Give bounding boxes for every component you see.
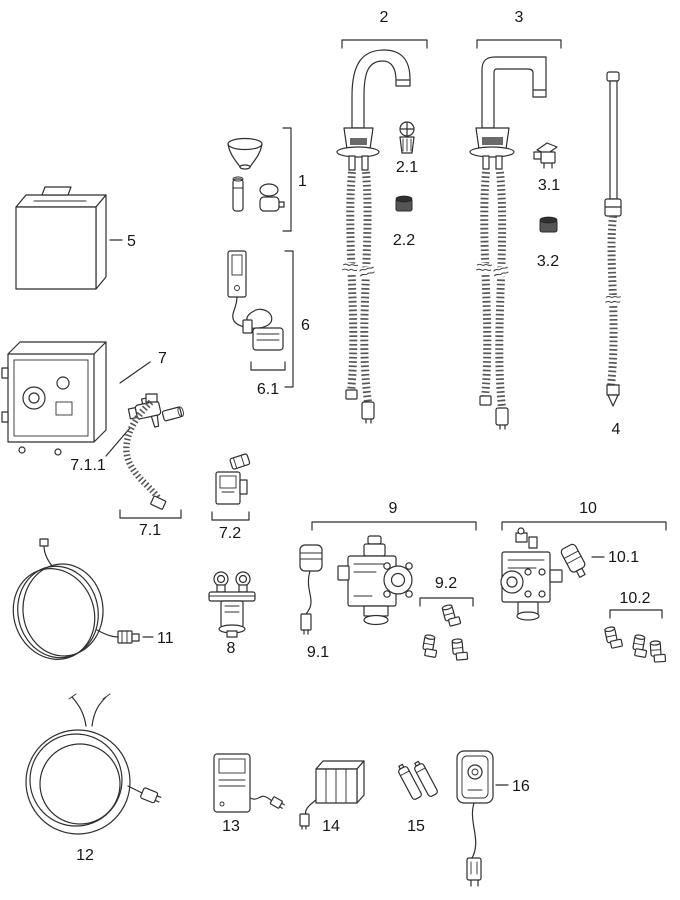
part-1-bracket — [282, 127, 292, 232]
part-10-2-label: 10.2 — [619, 590, 650, 607]
part-14-illustration — [299, 760, 365, 830]
part-9-label: 9 — [389, 500, 398, 517]
part-3-1-label: 3.1 — [538, 177, 560, 194]
part-10-1-illustration — [560, 543, 586, 578]
part-2-label: 2 — [380, 9, 389, 26]
part-10-2-bracket — [609, 609, 663, 619]
part-7-leader-line — [119, 361, 151, 384]
part-6-label: 6 — [301, 317, 310, 334]
part-12-illustration — [25, 693, 162, 835]
part-9-1-label: 9.1 — [307, 644, 329, 661]
part-3-2-illustration — [539, 216, 558, 233]
part-11-illustration — [12, 538, 140, 660]
part-9-2-bracket — [419, 597, 474, 607]
part-7-2-illustration — [215, 453, 251, 505]
part-3-label: 3 — [515, 9, 524, 26]
part-4-label: 4 — [612, 421, 621, 438]
part-10-label: 10 — [579, 500, 597, 517]
part-8-illustration — [208, 571, 256, 638]
part-1-illustration — [227, 137, 285, 212]
part-6-bracket — [284, 250, 294, 388]
part-2-2-label: 2.2 — [393, 232, 415, 249]
part-9-valve-illustration — [337, 535, 413, 626]
part-12-label: 12 — [76, 847, 94, 864]
part-2-faucet-illustration — [336, 49, 411, 424]
part-7-1-label: 7.1 — [139, 522, 161, 539]
part-7-1-1-label: 7.1.1 — [70, 457, 106, 474]
part-4-illustration — [604, 71, 622, 407]
part-7-1-1-leader-line — [105, 427, 131, 457]
part-7-2-bracket — [211, 511, 250, 521]
part-10-valve-illustration — [500, 527, 563, 621]
part-5-label: 5 — [127, 233, 136, 250]
part-14-label: 14 — [322, 818, 340, 835]
part-7-1-bracket — [119, 509, 182, 519]
part-3-bracket — [476, 39, 562, 49]
part-16-label: 16 — [512, 778, 530, 795]
part-15-label: 15 — [407, 818, 425, 835]
part-10-bracket — [501, 521, 667, 531]
part-5-illustration — [15, 186, 107, 290]
part-7-2-label: 7.2 — [219, 525, 241, 542]
part-8-label: 8 — [227, 640, 236, 657]
part-7-1-1-illustration — [127, 396, 184, 428]
part-9-1-illustration — [299, 544, 323, 635]
part-9-bracket — [311, 521, 477, 531]
part-2-1-label: 2.1 — [396, 159, 418, 176]
part-3-2-label: 3.2 — [537, 253, 559, 270]
part-2-1-illustration — [399, 121, 415, 154]
part-3-1-illustration — [533, 142, 558, 169]
part-16-illustration — [456, 750, 494, 887]
part-9-2-illustration — [422, 604, 469, 661]
part-6-1-illustration — [252, 327, 284, 351]
part-6-1-label: 6.1 — [257, 381, 279, 398]
part-7-illustration — [1, 341, 107, 456]
part-6-1-bracket — [250, 361, 286, 371]
part-6-illustration — [227, 250, 273, 334]
part-10-1-label: 10.1 — [608, 549, 639, 566]
part-7-1-illustration — [123, 393, 167, 510]
part-13-illustration — [213, 753, 285, 813]
part-2-2-illustration — [395, 195, 413, 212]
part-2-bracket — [341, 39, 428, 49]
part-1-label: 1 — [298, 173, 307, 190]
part-9-2-label: 9.2 — [435, 575, 457, 592]
part-3-faucet-illustration — [469, 56, 547, 430]
part-13-label: 13 — [222, 818, 240, 835]
part-11-label: 11 — [157, 630, 174, 647]
part-10-2-illustration — [604, 626, 667, 663]
part-15-illustration — [398, 760, 438, 800]
part-7-label: 7 — [158, 350, 167, 367]
